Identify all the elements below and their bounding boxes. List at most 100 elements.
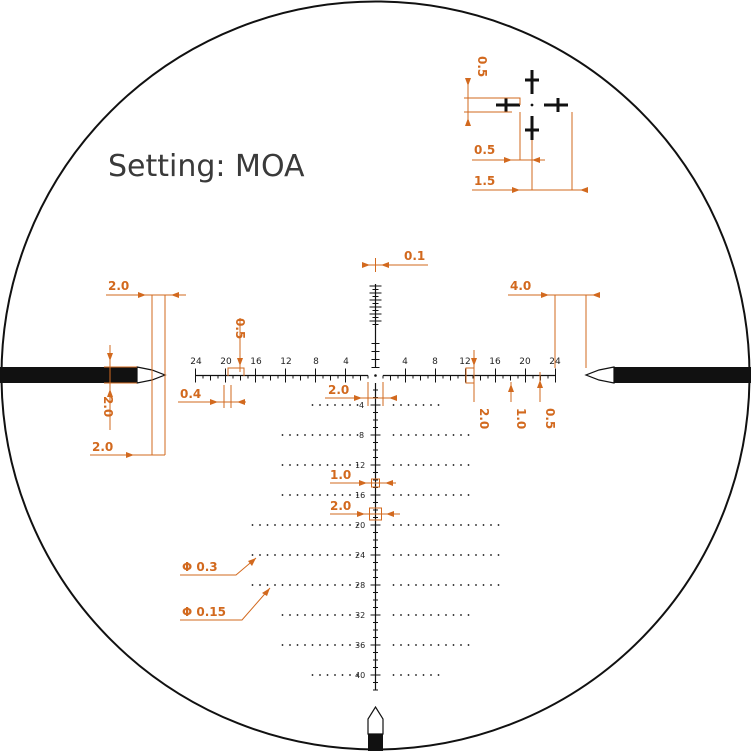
holdover-dot [289, 464, 291, 466]
holdover-dot [319, 524, 321, 526]
v-label-36: 36 [355, 641, 365, 650]
holdover-dot [266, 554, 269, 556]
holdover-dot [311, 524, 314, 526]
holdover-dot [289, 614, 291, 616]
holdover-dot [467, 434, 470, 436]
label-top-tick: 0.1 [404, 249, 425, 263]
holdover-dot [422, 434, 425, 436]
holdover-dot [400, 434, 402, 436]
holdover-dot [460, 554, 462, 556]
h-label-right-4: 4 [402, 357, 408, 367]
left-post-tip [136, 366, 167, 384]
holdover-dot [437, 554, 440, 556]
holdover-dot [334, 644, 336, 646]
holdover-dot [266, 524, 269, 526]
holdover-dot [430, 614, 432, 616]
label-left-tick-spacing: 0.4 [180, 387, 201, 401]
holdover-dot [415, 524, 417, 526]
holdover-dot [296, 434, 299, 436]
holdover-dot [311, 614, 314, 616]
holdover-dot [475, 554, 477, 556]
holdover-dot [452, 434, 455, 436]
holdover-dot [356, 614, 359, 616]
holdover-dot [400, 524, 402, 526]
holdover-dot [349, 614, 351, 616]
holdover-dot [415, 434, 417, 436]
holdover-dot [437, 674, 440, 676]
holdover-dot [341, 494, 344, 496]
holdover-dot [356, 674, 359, 676]
v-label-32: 32 [355, 611, 365, 620]
label-left-post-gap: 2.0 [92, 440, 113, 454]
holdover-dot [341, 464, 344, 466]
holdover-dot [341, 584, 344, 586]
holdover-dot [392, 674, 395, 676]
holdover-dot [304, 554, 306, 556]
holdover-dot [392, 554, 395, 556]
holdover-dot [422, 554, 425, 556]
holdover-dot [251, 554, 254, 556]
holdover-dot [490, 554, 492, 556]
holdover-dot [259, 584, 261, 586]
holdover-dot [430, 584, 432, 586]
holdover-dot [482, 524, 485, 526]
holdover-dot [356, 554, 359, 556]
holdover-dot [319, 614, 321, 616]
holdover-dot [490, 524, 492, 526]
holdover-dot [281, 584, 284, 586]
holdover-dot [289, 584, 291, 586]
holdover-dot [251, 584, 254, 586]
holdover-dot [392, 434, 395, 436]
holdover-dot [460, 644, 462, 646]
holdover-dot [437, 494, 440, 496]
holdover-dot [304, 464, 306, 466]
holdover-dot [497, 554, 500, 556]
holdover-dot [422, 674, 425, 676]
holdover-dot [296, 614, 299, 616]
holdover-dot [349, 524, 351, 526]
holdover-dot [296, 644, 299, 646]
bottom-post-tip [367, 705, 384, 735]
label-floating-bar-inner: 0.5 [474, 143, 495, 157]
holdover-dot [326, 434, 329, 436]
holdover-dot [281, 434, 284, 436]
holdover-dot [467, 644, 470, 646]
holdover-dot [326, 644, 329, 646]
holdover-dot [319, 464, 321, 466]
holdover-dot [407, 524, 410, 526]
holdover-dot [326, 464, 329, 466]
holdover-dot [334, 464, 336, 466]
holdover-dot [259, 554, 261, 556]
holdover-dot [319, 584, 321, 586]
holdover-dot [392, 494, 395, 496]
holdover-dot [437, 584, 440, 586]
holdover-dot [326, 494, 329, 496]
holdover-dot [304, 524, 306, 526]
holdover-dot [334, 434, 336, 436]
holdover-dot [460, 464, 462, 466]
holdover-dot [281, 464, 284, 466]
holdover-dot [251, 524, 254, 526]
holdover-dot [289, 434, 291, 436]
holdover-dot [445, 644, 447, 646]
holdover-dot [296, 584, 299, 586]
page-title: Setting: MOA [108, 149, 305, 184]
holdover-dot [415, 674, 417, 676]
holdover-dot [319, 644, 321, 646]
right-thick-post [614, 367, 751, 383]
holdover-dot [467, 584, 470, 586]
h-label-left-16: 16 [250, 357, 262, 367]
holdover-dot [319, 494, 321, 496]
holdover-dot [460, 524, 462, 526]
v-label-12: 12 [355, 461, 365, 470]
holdover-dot [326, 554, 329, 556]
h-label-right-16: 16 [489, 357, 501, 367]
holdover-dot [311, 674, 314, 676]
bottom-thick-post [368, 734, 383, 751]
label-right-short-tick: 0.5 [543, 408, 557, 429]
v-label-8: 8 [359, 431, 364, 440]
left-thick-post [0, 367, 137, 383]
holdover-dot [452, 614, 455, 616]
holdover-dot [407, 614, 410, 616]
h-label-right-8: 8 [432, 357, 438, 367]
